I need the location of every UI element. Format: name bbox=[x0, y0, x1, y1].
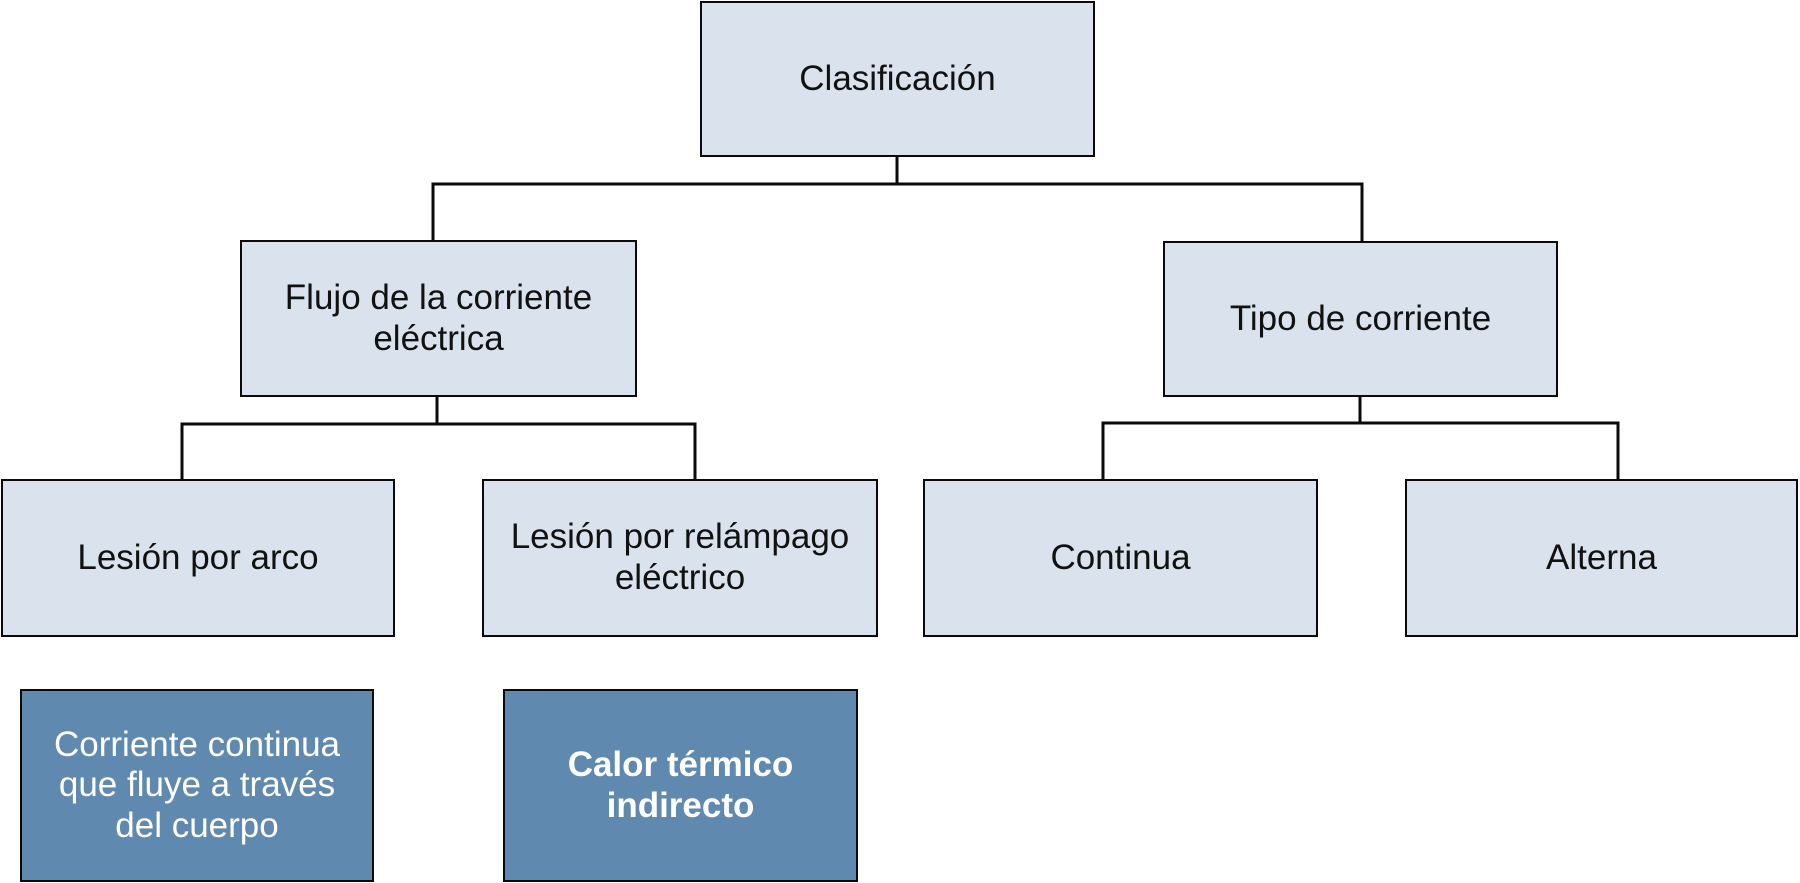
node-label: Lesión por relámpago eléctrico bbox=[510, 517, 850, 597]
node-tipo-de-corriente: Tipo de corriente bbox=[1163, 241, 1558, 397]
node-label: Lesión por arco bbox=[77, 537, 319, 577]
node-label: Clasificación bbox=[799, 58, 996, 98]
node-label: Flujo de la corriente eléctrica bbox=[284, 277, 593, 358]
connector-tipo-to-children bbox=[1101, 396, 1620, 480]
node-clasificacion: Clasificación bbox=[700, 1, 1095, 157]
node-lesion-por-relampago: Lesión por relámpago eléctrico bbox=[482, 479, 878, 637]
connector-root-to-branches bbox=[431, 156, 1364, 242]
node-lesion-por-arco: Lesión por arco bbox=[1, 479, 395, 637]
node-continua: Continua bbox=[923, 479, 1318, 637]
node-flujo-corriente-electrica: Flujo de la corriente eléctrica bbox=[240, 240, 637, 397]
node-label: Alterna bbox=[1546, 537, 1657, 577]
connector-flujo-to-children bbox=[180, 396, 697, 480]
note-calor-termico-indirecto: Calor térmico indirecto bbox=[503, 689, 858, 882]
note-corriente-continua-cuerpo: Corriente continua que fluye a través de… bbox=[20, 689, 374, 882]
note-label: Corriente continua que fluye a través de… bbox=[54, 724, 340, 845]
node-label: Continua bbox=[1050, 537, 1191, 577]
note-label: Calor térmico indirecto bbox=[567, 744, 794, 825]
node-label: Tipo de corriente bbox=[1229, 298, 1492, 338]
node-alterna: Alterna bbox=[1405, 479, 1798, 637]
